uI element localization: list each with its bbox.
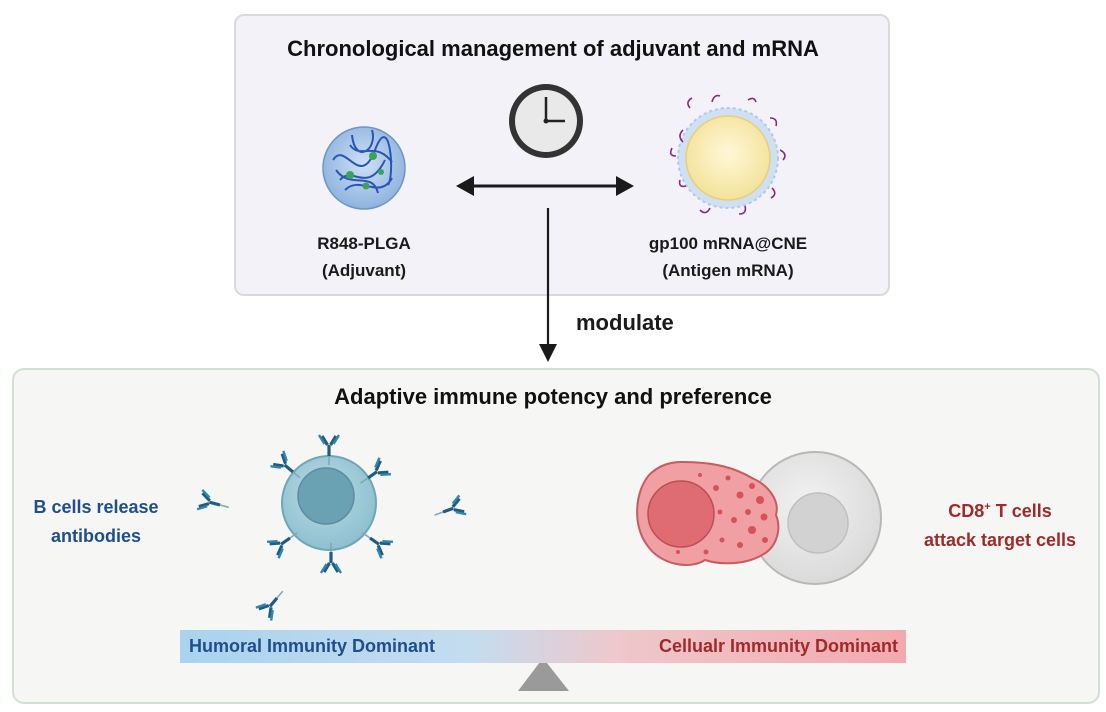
modulate-label: modulate (576, 310, 674, 335)
b-cell-caption-line2: antibodies (50, 526, 141, 546)
t-cell-caption: CD8+ T cells attack target cells (900, 493, 1100, 555)
immunity-scale-bar (180, 630, 906, 663)
target-cell-icon (748, 451, 882, 585)
cd8-text: CD8 (948, 501, 985, 521)
humoral-dominant-label: Humoral Immunity Dominant (189, 636, 436, 656)
antigen-role: (Antigen mRNA) (662, 261, 794, 280)
adjuvant-label: R848-PLGA (Adjuvant) (264, 230, 464, 284)
t-cell-icon (636, 460, 780, 566)
t-cell-caption-line1: CD8+ T cells (900, 493, 1100, 526)
fulcrum-icon (518, 658, 569, 691)
double-arrow (456, 176, 634, 196)
cd8-superscript: + (984, 501, 991, 513)
cellular-dominant-label: Cellualr Immunity Dominant (658, 636, 898, 656)
b-cell-icon (281, 455, 377, 551)
top-panel-title: Chronological management of adjuvant and… (287, 36, 819, 61)
plga-nanoparticle-icon (322, 126, 406, 210)
cationic-nanoemulsion-icon (669, 94, 786, 215)
adjuvant-role: (Adjuvant) (321, 261, 407, 280)
b-cell-caption: B cells release antibodies (16, 493, 176, 551)
b-cell-caption-line1: B cells release (33, 497, 159, 517)
antigen-name: gp100 mRNA@CNE (648, 234, 808, 253)
adjuvant-name: R848-PLGA (317, 234, 411, 253)
modulate-arrow (539, 208, 557, 362)
clock-icon (509, 84, 583, 158)
t-cell-caption-line2: attack target cells (923, 530, 1077, 550)
antigen-label: gp100 mRNA@CNE (Antigen mRNA) (618, 230, 838, 284)
t-cells-text: T cells (990, 501, 1052, 521)
bottom-panel-title: Adaptive immune potency and preference (334, 384, 772, 409)
